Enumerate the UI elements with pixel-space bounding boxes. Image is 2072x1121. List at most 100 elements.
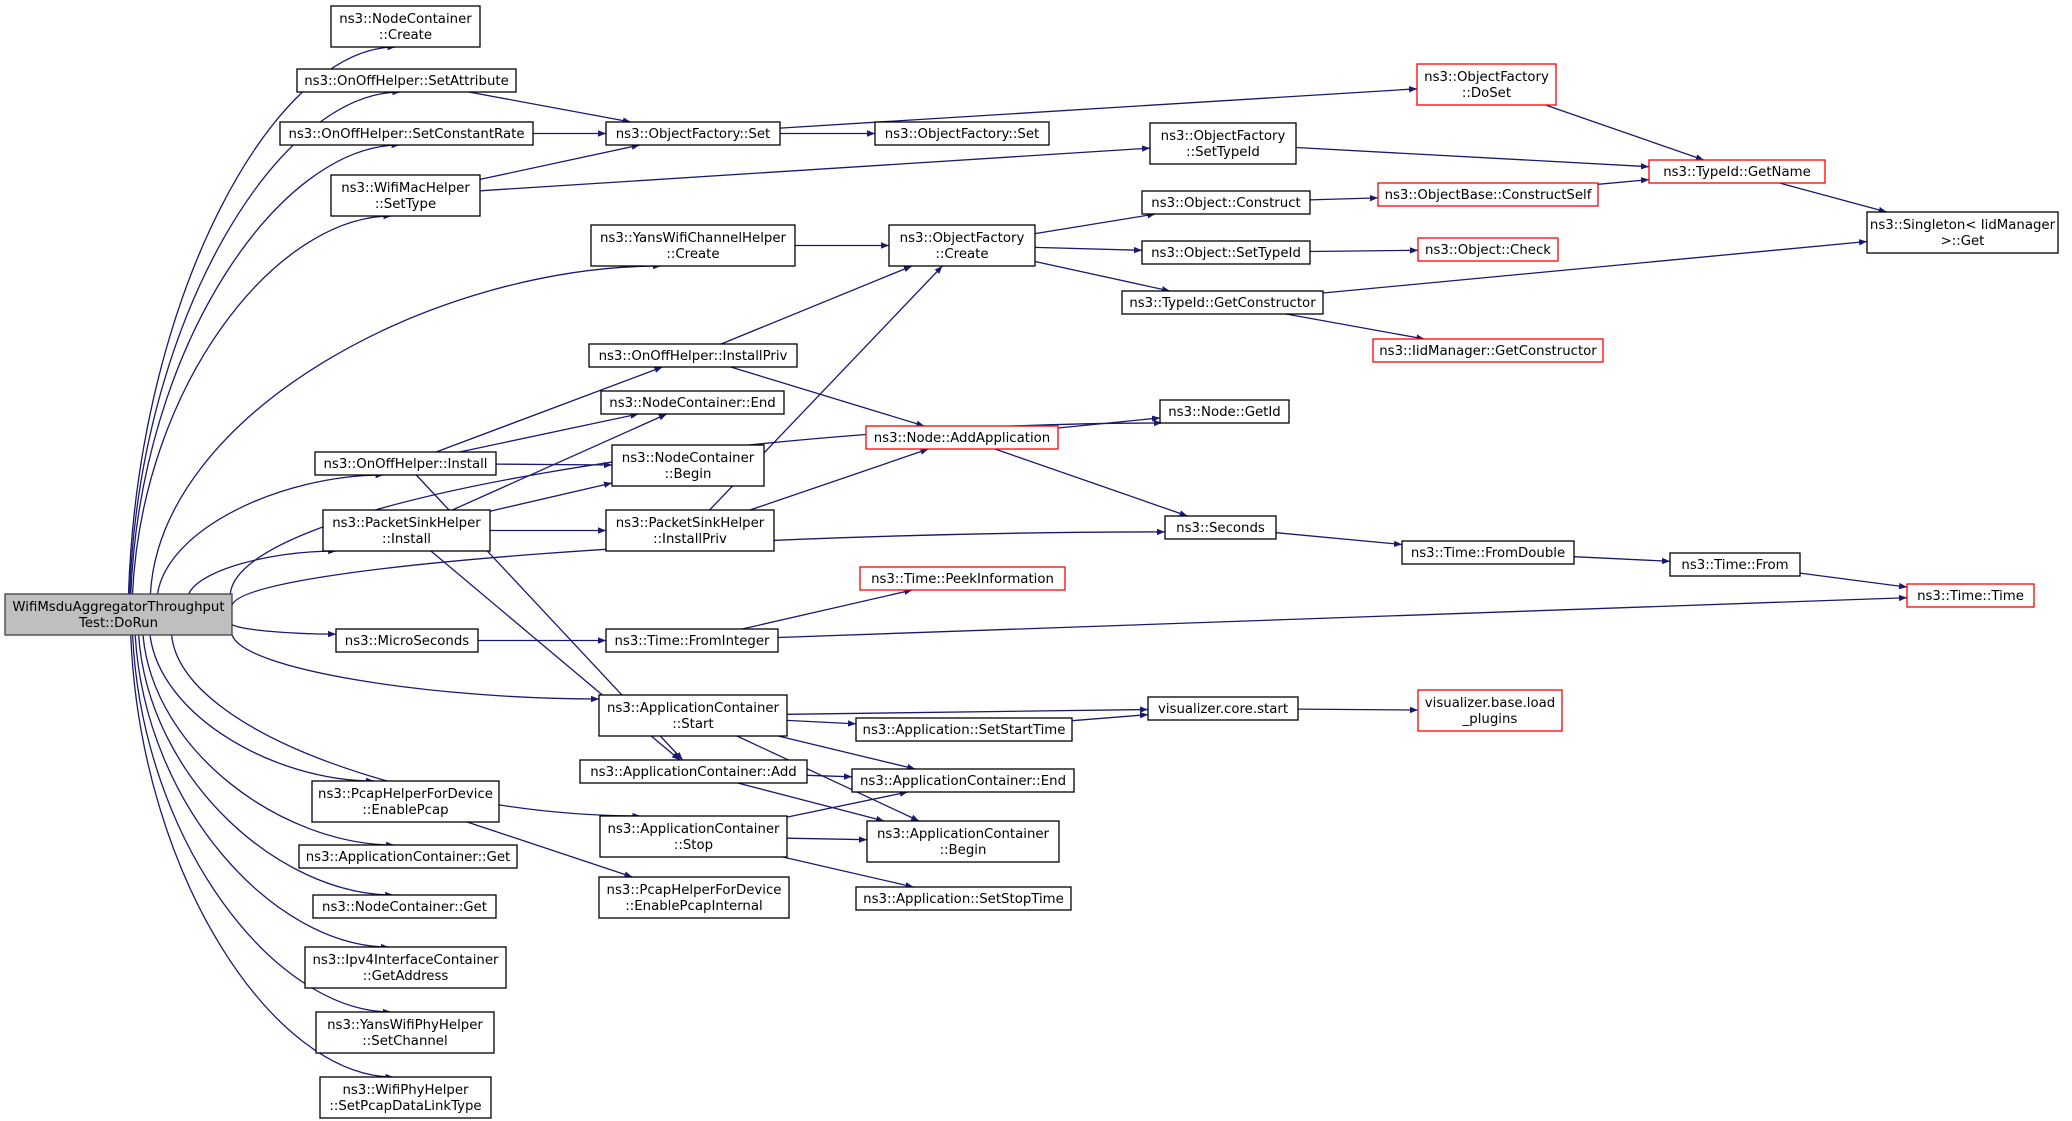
call-edge-root-to-psh_install <box>188 547 337 595</box>
call-arrow <box>1545 104 1705 161</box>
node-of-set2[interactable]: ns3::ObjectFactory::Set <box>874 121 1050 146</box>
call-arrow <box>777 594 1908 639</box>
node-of-create[interactable]: ns3::ObjectFactory::Create <box>888 224 1036 267</box>
node-obj-settypeid[interactable]: ns3::Object::SetTypeId <box>1141 240 1311 265</box>
node-ac-end[interactable]: ns3::ApplicationContainer::End <box>851 768 1075 793</box>
node-box <box>319 1076 492 1119</box>
node-ac-start[interactable]: ns3::ApplicationContainer::Start <box>598 694 788 737</box>
call-edge-ac_stop-to-app_setstop <box>782 856 914 889</box>
node-label-line: ns3::IidManager::GetConstructor <box>1379 344 1597 359</box>
node-box <box>611 444 765 487</box>
node-label-line: ns3::YansWifiPhyHelper <box>327 1018 483 1033</box>
node-box <box>330 174 481 217</box>
node-nc-end[interactable]: ns3::NodeContainer::End <box>600 390 785 415</box>
node-ipv4-getaddr[interactable]: ns3::Ipv4InterfaceContainer::GetAddress <box>304 946 507 989</box>
node-label-line: ::Create <box>379 28 432 43</box>
node-onoff-installpriv[interactable]: ns3::OnOffHelper::InstallPriv <box>588 343 798 368</box>
call-arrow <box>737 782 885 823</box>
node-nc-get[interactable]: ns3::NodeContainer::Get <box>312 894 497 919</box>
call-edge-onoff_installpriv-to-node_addapp <box>730 366 925 427</box>
node-of-doset[interactable]: ns3::ObjectFactory::DoSet <box>1416 63 1557 106</box>
call-edge-onoff_install-to-onoff_installpriv <box>435 366 663 453</box>
node-ac-stop[interactable]: ns3::ApplicationContainer::Stop <box>599 815 788 858</box>
node-time-fromdouble[interactable]: ns3::Time::FromDouble <box>1401 540 1575 565</box>
node-label-line: ns3::NodeContainer <box>339 12 472 27</box>
node-wifimac-settype[interactable]: ns3::WifiMacHelper::SetType <box>330 174 481 217</box>
call-edge-root-to-onoff_install <box>156 471 384 595</box>
node-seconds[interactable]: ns3::Seconds <box>1164 515 1277 540</box>
node-app-setstop[interactable]: ns3::Application::SetStopTime <box>855 886 1072 911</box>
node-psh-install[interactable]: ns3::PacketSinkHelper::Install <box>322 509 491 552</box>
node-node-addapp[interactable]: ns3::Node::AddApplication <box>865 425 1059 450</box>
node-ac-add[interactable]: ns3::ApplicationContainer::Add <box>579 759 808 784</box>
node-time-peek[interactable]: ns3::Time::PeekInformation <box>859 566 1066 591</box>
call-edge-objbase_constructself-to-typeid_getname <box>1597 177 1650 185</box>
node-of-settypeid[interactable]: ns3::ObjectFactory::SetTypeId <box>1149 122 1297 165</box>
node-label-line: ns3::ApplicationContainer::Add <box>590 765 797 780</box>
node-objbase-constructself[interactable]: ns3::ObjectBase::ConstructSelf <box>1377 182 1599 207</box>
node-yansphy-setchannel[interactable]: ns3::YansWifiPhyHelper::SetChannel <box>315 1011 495 1054</box>
call-edge-root-to-wifimac_settype <box>131 212 392 595</box>
node-time-time[interactable]: ns3::Time::Time <box>1906 583 2035 608</box>
node-psh-installpriv[interactable]: ns3::PacketSinkHelper::InstallPriv <box>605 509 775 552</box>
node-node-getid[interactable]: ns3::Node::GetId <box>1159 399 1290 424</box>
node-label-line: ns3::Application::SetStopTime <box>863 892 1064 907</box>
call-arrow <box>786 706 1149 715</box>
call-edge-time_from-to-time_time <box>1799 572 1908 590</box>
node-microseconds[interactable]: ns3::MicroSeconds <box>335 628 479 653</box>
node-onoff-install[interactable]: ns3::OnOffHelper::Install <box>314 451 497 476</box>
call-edge-root-to-onoff_setattr <box>128 88 401 595</box>
node-label-line: ::DoSet <box>1462 86 1511 101</box>
node-time-fromint[interactable]: ns3::Time::FromInteger <box>605 628 779 653</box>
node-onoff-setattr[interactable]: ns3::OnOffHelper::SetAttribute <box>296 68 517 93</box>
node-obj-construct[interactable]: ns3::Object::Construct <box>1141 190 1311 215</box>
call-arrow <box>149 634 375 785</box>
node-pcap-internal[interactable]: ns3::PcapHelperForDevice::EnablePcapInte… <box>598 876 790 919</box>
node-vis-load[interactable]: visualizer.base.load_plugins <box>1417 689 1563 732</box>
node-singleton-get[interactable]: ns3::Singleton< IidManager >::Get <box>1866 211 2059 254</box>
node-typeid-getname[interactable]: ns3::TypeId::GetName <box>1648 159 1826 184</box>
node-yans-chan-create[interactable]: ns3::YansWifiChannelHelper::Create <box>590 224 796 267</box>
node-of-set[interactable]: ns3::ObjectFactory::Set <box>605 121 781 146</box>
node-label-line: ns3::Seconds <box>1176 521 1265 536</box>
node-nc-begin[interactable]: ns3::NodeContainer::Begin <box>611 444 765 487</box>
node-label-line: ns3::ApplicationContainer <box>607 701 780 716</box>
call-arrow <box>127 43 396 595</box>
node-wifiphy-setpcap[interactable]: ns3::WifiPhyHelper::SetPcapDataLinkType <box>319 1076 492 1119</box>
node-label-line: ns3::Time::PeekInformation <box>871 572 1054 587</box>
node-box <box>851 768 1075 793</box>
node-label-line: ::Stop <box>674 838 713 853</box>
node-ac-begin[interactable]: ns3::ApplicationContainer::Begin <box>866 820 1060 863</box>
node-label-line: ::Start <box>672 717 713 732</box>
call-arrow <box>156 471 384 595</box>
node-time-from[interactable]: ns3::Time::From <box>1669 552 1801 577</box>
call-arrow <box>1309 247 1419 254</box>
call-edge-of_create-to-obj_settypeid <box>1034 246 1143 254</box>
node-typeid-getconstructor[interactable]: ns3::TypeId::GetConstructor <box>1121 290 1324 315</box>
call-arrow <box>730 366 925 427</box>
node-ac-get[interactable]: ns3::ApplicationContainer::Get <box>298 844 518 869</box>
call-arrow <box>1275 532 1403 547</box>
edge-layer <box>127 43 1908 1081</box>
node-box <box>1416 63 1557 106</box>
node-label-line: visualizer.core.start <box>1158 702 1288 717</box>
node-label-line: ns3::OnOffHelper::SetConstantRate <box>288 127 524 142</box>
node-label-line: ns3::OnOffHelper::Install <box>323 457 487 472</box>
node-onoff-setrate[interactable]: ns3::OnOffHelper::SetConstantRate <box>279 121 534 146</box>
node-box <box>598 876 790 919</box>
node-app-setstart[interactable]: ns3::Application::SetStartTime <box>855 717 1073 742</box>
node-pcap-enable[interactable]: ns3::PcapHelperForDevice::EnablePcap <box>311 780 500 823</box>
node-nc-create[interactable]: ns3::NodeContainer::Create <box>330 5 481 48</box>
call-edge-of_doset-to-typeid_getname <box>1545 104 1705 161</box>
node-label-line: WifiMsduAggregatorThroughput <box>12 600 224 615</box>
node-label-line: ns3::ApplicationContainer <box>607 822 780 837</box>
node-iid-getconstructor[interactable]: ns3::IidManager::GetConstructor <box>1372 338 1604 363</box>
node-label-line: ns3::Singleton< IidManager <box>1870 218 2056 233</box>
node-box <box>1372 338 1604 363</box>
node-vis-start[interactable]: visualizer.core.start <box>1147 696 1299 721</box>
node-box <box>1147 696 1299 721</box>
call-arrow <box>435 366 663 453</box>
call-edge-root-to-yansphy_setchannel <box>131 634 391 1016</box>
node-obj-check[interactable]: ns3::Object::Check <box>1417 237 1559 262</box>
